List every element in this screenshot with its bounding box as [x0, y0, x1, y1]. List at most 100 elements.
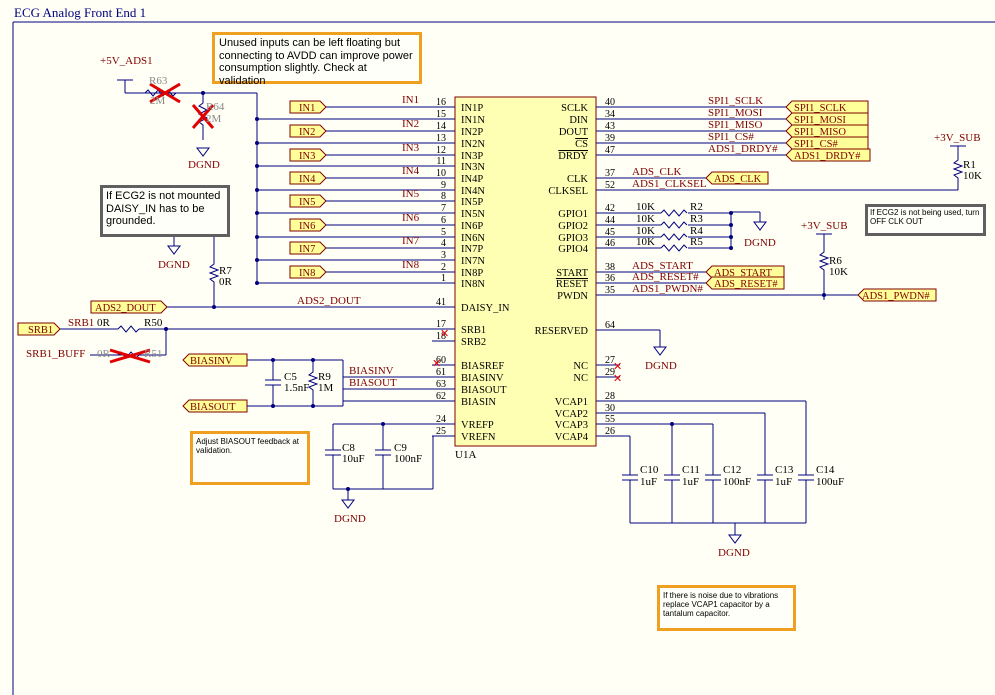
r5-resistor[interactable]: [660, 244, 688, 252]
net-input: IN4: [402, 165, 420, 177]
ic-right-pin-name: NC: [573, 361, 588, 372]
ic-left-pin-name: IN6P: [461, 221, 483, 232]
port-ads2-dout[interactable]: [90, 300, 168, 314]
port-input-6[interactable]: [289, 218, 327, 232]
port-right-5[interactable]: [705, 171, 769, 185]
r9-resistor[interactable]: [307, 360, 319, 406]
ic-left-pin-name: IN5P: [461, 197, 483, 208]
port-biasout-label: BIASOUT: [190, 402, 236, 413]
ic-left-pin-number: 13: [436, 133, 446, 144]
input-ports: IN1IN1IN2IN2IN3IN3IN4IN4IN5IN5IN6IN6IN7I…: [255, 94, 432, 285]
r51-val: 0R: [97, 348, 111, 360]
ic-right-pin-number: 55: [605, 414, 615, 425]
right-ports: SPI1_SCLKSPI1_MOSISPI1_MISOSPI1_CS#ADS1_…: [705, 100, 871, 290]
ic-right-pin-number: 42: [605, 203, 615, 214]
port-input-label: IN1: [299, 103, 315, 114]
r51-ref: R51: [144, 348, 162, 360]
ic-right-pin-name: DRDY: [558, 151, 588, 162]
r50-val: 0R: [97, 317, 111, 329]
port-right-7[interactable]: [705, 276, 785, 290]
port-input-8[interactable]: [289, 265, 327, 279]
ic-left-pin-number: 14: [436, 121, 446, 132]
net-input: IN3: [402, 142, 420, 154]
ic-right-pin-name: CLK: [567, 174, 588, 185]
r50-ref: R50: [144, 317, 163, 329]
port-right-3[interactable]: [785, 136, 869, 150]
ic-right-pin-name: DOUT: [559, 127, 589, 138]
r63-dnp-cross-2: [149, 82, 181, 104]
ic-left-pin-number: 1: [441, 273, 446, 284]
ic-right-pin-number: 45: [605, 227, 615, 238]
port-right-label: SPI1_CS#: [794, 139, 839, 150]
port-input-label: IN8: [299, 268, 315, 279]
r2-resistor[interactable]: [660, 209, 688, 217]
r63-resistor[interactable]: [144, 89, 177, 97]
port-right-label: SPI1_MISO: [794, 127, 846, 138]
ic-left-pin-name: IN8N: [461, 279, 485, 290]
port-ads1-pwdn[interactable]: [857, 288, 937, 302]
port-input-3[interactable]: [289, 148, 327, 162]
dgnd-label-vref: DGND: [334, 513, 366, 525]
port-right-1[interactable]: [785, 112, 869, 126]
r7-resistor[interactable]: [208, 236, 220, 307]
ic-left-pin-name: DAISY_IN: [461, 303, 510, 314]
port-right-label: ADS_RESET#: [714, 279, 778, 290]
ic-left-pin-number: 4: [441, 238, 446, 249]
port-biasout[interactable]: [182, 399, 248, 413]
port-input-2[interactable]: [289, 124, 327, 138]
note-vcap: If there is noise due to vibrations repl…: [657, 585, 796, 631]
ic-left-pin-number: 3: [441, 250, 446, 261]
ic-left-pin-name: IN2P: [461, 127, 483, 138]
port-input-label: IN3: [299, 151, 315, 162]
ic-left-pin-name: IN1N: [461, 115, 485, 126]
port-biasinv-label: BIASINV: [190, 356, 233, 367]
ic-left-pin-name: BIASINV: [461, 373, 504, 384]
port-right-label: ADS_CLK: [714, 174, 762, 185]
ic-ref: U1A: [455, 449, 476, 461]
c12-ref: C12: [723, 464, 741, 476]
r50-resistor[interactable]: [117, 325, 140, 333]
ic-left-pin-number: 5: [441, 227, 446, 238]
ic-left-pin-number: 15: [436, 109, 446, 120]
dgnd-symbol-vref: [341, 499, 355, 509]
ic-left-pin-number: 18: [436, 331, 446, 342]
r3-resistor[interactable]: [660, 221, 688, 229]
biasref-nc-cross: ✕: [432, 357, 441, 370]
ic-right-pin-name: SCLK: [561, 103, 588, 114]
r6-resistor[interactable]: [818, 234, 830, 300]
r51-dnp-cross-2: [109, 348, 151, 364]
ic-left-pin-name: IN8P: [461, 268, 483, 279]
dgnd-symbol-r7: [167, 245, 181, 255]
ic-left-pin-name: IN2N: [461, 139, 485, 150]
ic-right-pin-number: 38: [605, 262, 615, 273]
ic-left-pin-number: 6: [441, 215, 446, 226]
note-biasout: Adjust BIASOUT feedback at validation.: [190, 431, 310, 485]
dgnd-label-vcap: DGND: [718, 547, 750, 559]
ic-right-pin-number: 35: [605, 285, 615, 296]
net-right: ADS_START: [632, 260, 693, 272]
port-input-1[interactable]: [289, 100, 327, 114]
net-input: IN6: [402, 212, 420, 224]
nc27-cross: ✕: [613, 360, 622, 373]
r4-resistor[interactable]: [660, 233, 688, 241]
r3-val: 10K: [636, 213, 655, 225]
dgnd-label-r7: DGND: [158, 259, 190, 271]
port-input-7[interactable]: [289, 241, 327, 255]
ic-left-pin-name: BIASOUT: [461, 385, 507, 396]
port-right-6[interactable]: [705, 265, 785, 279]
port-input-4[interactable]: [289, 171, 327, 185]
port-srb1[interactable]: [17, 322, 61, 336]
net-biasout: BIASOUT: [349, 377, 397, 389]
ic-left-pin-name: IN7P: [461, 244, 483, 255]
ic-left-pin-name: IN5N: [461, 209, 485, 220]
port-right-2[interactable]: [785, 124, 869, 138]
port-input-5[interactable]: [289, 194, 327, 208]
c10-val: 1uF: [640, 476, 657, 488]
ic-right-pins: 40SCLK34DIN43DOUT39CS47DRDY37CLK52CLKSEL…: [535, 97, 618, 443]
port-right-0[interactable]: [785, 100, 869, 114]
net-right: ADS1_DRDY#: [708, 143, 778, 155]
port-biasinv[interactable]: [182, 353, 248, 367]
port-right-4[interactable]: [785, 148, 871, 162]
r1-resistor[interactable]: [952, 146, 964, 189]
